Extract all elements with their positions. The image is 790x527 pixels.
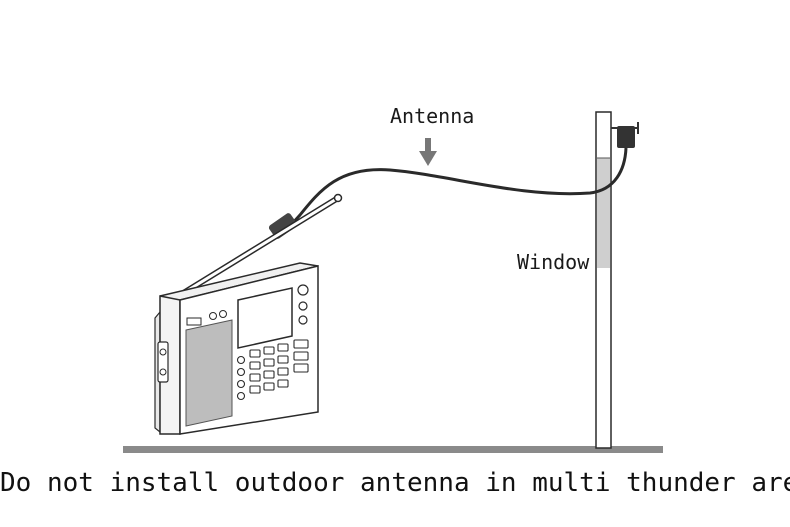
radio-display <box>237 287 293 349</box>
portable-radio <box>154 262 319 435</box>
warning-caption: Do not install outdoor antenna in multi … <box>0 468 790 498</box>
down-arrow-icon <box>419 138 437 166</box>
antenna-label: Antenna <box>390 104 475 128</box>
ground-line <box>123 446 663 453</box>
window-post <box>595 111 612 449</box>
speaker-grille <box>185 319 233 427</box>
radio-keypad <box>236 339 309 401</box>
antenna-cable <box>288 147 628 228</box>
window-pane-shade <box>597 158 610 268</box>
window-label: Window <box>517 250 590 274</box>
telescopic-antenna <box>169 193 343 303</box>
antenna-clip <box>268 213 298 239</box>
outdoor-antenna-mount <box>611 122 639 148</box>
